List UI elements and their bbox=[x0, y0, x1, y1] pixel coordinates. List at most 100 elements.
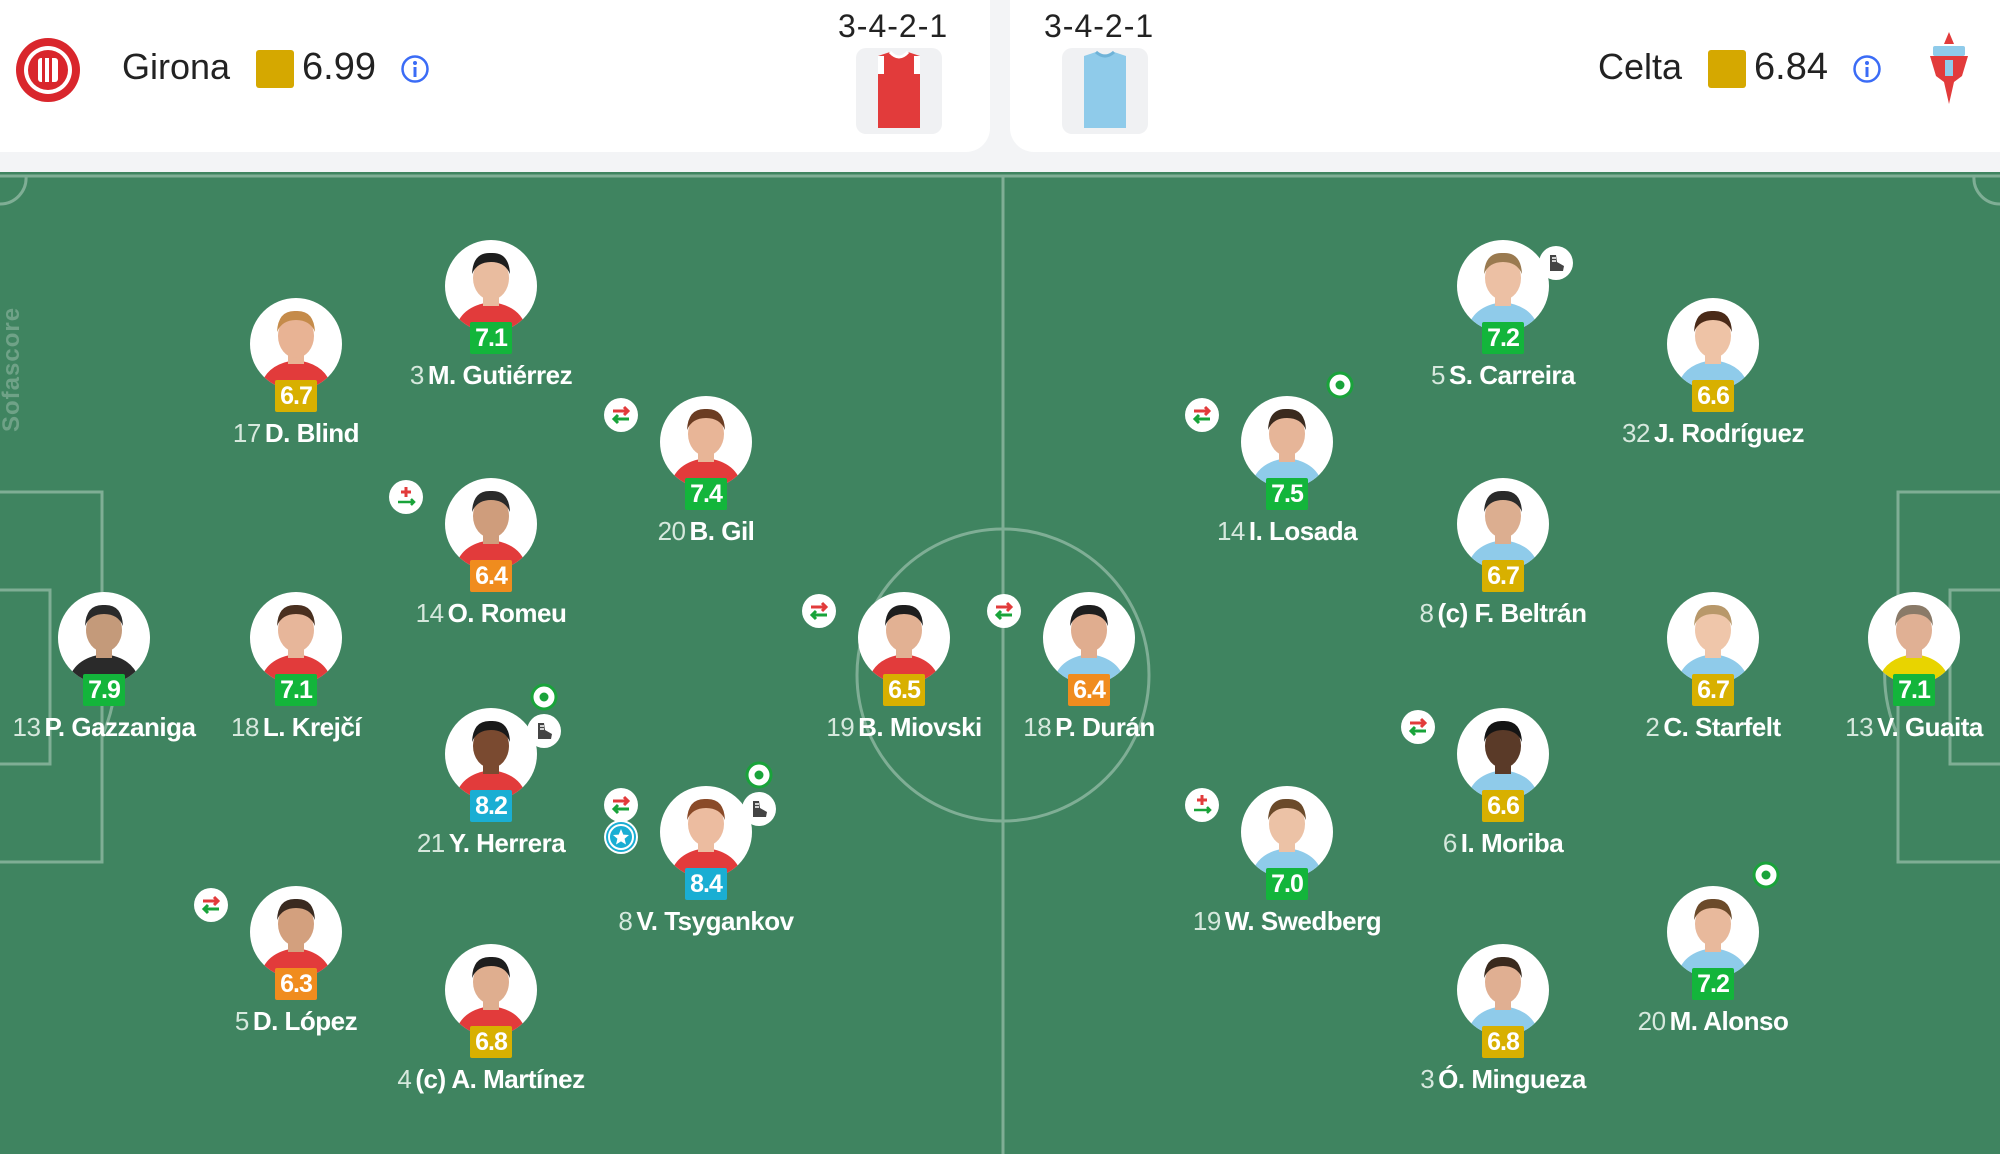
player-rating: 6.7 bbox=[1482, 560, 1524, 592]
player-number: 32 bbox=[1622, 418, 1650, 448]
player-photo[interactable] bbox=[1457, 240, 1549, 332]
sub-icon bbox=[194, 888, 228, 922]
player-photo[interactable] bbox=[1868, 592, 1960, 684]
player-number: 14 bbox=[415, 598, 444, 628]
player-name: L. Krejčí bbox=[262, 712, 362, 742]
away-team-name[interactable]: Celta bbox=[1598, 46, 1683, 87]
player-name-label[interactable]: 8(c) F. Beltrán bbox=[1353, 598, 1653, 629]
boot-icon bbox=[742, 792, 776, 826]
player-number: 19 bbox=[1192, 906, 1221, 936]
player-rating: 6.4 bbox=[1068, 674, 1110, 706]
player-name: I. Moriba bbox=[1460, 828, 1564, 858]
away-formation: 3-4-2-1 bbox=[1044, 8, 1155, 44]
player-photo[interactable] bbox=[1241, 786, 1333, 878]
player-photo[interactable] bbox=[1667, 592, 1759, 684]
home-team-name[interactable]: Girona bbox=[122, 46, 231, 87]
info-icon[interactable] bbox=[1852, 54, 1882, 84]
player-photo[interactable] bbox=[660, 786, 752, 878]
player-name: Y. Herrera bbox=[448, 828, 566, 858]
player-rating: 7.5 bbox=[1266, 478, 1308, 510]
home-jersey-icon bbox=[878, 50, 920, 128]
player-photo[interactable] bbox=[1457, 478, 1549, 570]
player-photo[interactable] bbox=[1667, 298, 1759, 390]
player-rating: 7.1 bbox=[1893, 674, 1935, 706]
away-kit bbox=[1062, 48, 1148, 134]
goal-icon bbox=[527, 680, 561, 714]
player-photo[interactable] bbox=[1043, 592, 1135, 684]
medical-icon bbox=[1185, 788, 1219, 822]
away-team-card: 3-4-2-1 Celta 6.84 bbox=[1010, 0, 2000, 152]
player-photo[interactable] bbox=[445, 478, 537, 570]
player-name: D. Blind bbox=[264, 418, 360, 448]
player-photo[interactable] bbox=[858, 592, 950, 684]
player-photo[interactable] bbox=[58, 592, 150, 684]
player-name: C. Starfelt bbox=[1663, 712, 1781, 742]
player-name: O. Romeu bbox=[447, 598, 567, 628]
player-rating: 6.6 bbox=[1482, 790, 1524, 822]
player-rating: 7.1 bbox=[470, 322, 512, 354]
sofascore-watermark: Sofascore bbox=[0, 306, 25, 432]
celta-crest-icon[interactable] bbox=[1924, 30, 1974, 106]
player-photo[interactable] bbox=[1457, 944, 1549, 1036]
player-photo[interactable] bbox=[445, 944, 537, 1036]
player-name: (c) A. Martínez bbox=[415, 1064, 585, 1094]
player-rating: 6.7 bbox=[1692, 674, 1734, 706]
info-icon[interactable] bbox=[400, 54, 430, 84]
player-photo[interactable] bbox=[445, 240, 537, 332]
player-number: 13 bbox=[1845, 712, 1874, 742]
player-rating: 8.4 bbox=[685, 868, 727, 900]
player-photo[interactable] bbox=[250, 592, 342, 684]
player-number: 18 bbox=[1023, 712, 1052, 742]
player-photo[interactable] bbox=[250, 886, 342, 978]
player-rating: 6.8 bbox=[1482, 1026, 1524, 1058]
girona-crest-icon[interactable] bbox=[14, 36, 82, 104]
player-number: 17 bbox=[232, 418, 261, 448]
player-rating: 7.2 bbox=[1482, 322, 1524, 354]
player-photo[interactable] bbox=[445, 708, 537, 800]
player-number: 18 bbox=[230, 712, 259, 742]
player-photo[interactable] bbox=[250, 298, 342, 390]
player-name: Ó. Mingueza bbox=[1438, 1064, 1586, 1094]
player-number: 19 bbox=[826, 712, 855, 742]
player-rating: 6.4 bbox=[470, 560, 512, 592]
player-name-label[interactable]: 4(c) A. Martínez bbox=[341, 1064, 641, 1095]
player-number: 3 bbox=[1420, 1064, 1435, 1094]
player-name: B. Miovski bbox=[858, 712, 982, 742]
player-photo[interactable] bbox=[1457, 708, 1549, 800]
player-rating: 6.6 bbox=[1692, 380, 1734, 412]
player-name: (c) F. Beltrán bbox=[1437, 598, 1587, 628]
player-rating: 6.5 bbox=[883, 674, 925, 706]
player-number: 20 bbox=[1637, 1006, 1666, 1036]
player-name: V. Guaita bbox=[1877, 712, 1983, 742]
player-name: V. Tsygankov bbox=[636, 906, 794, 936]
home-team-card: Girona 6.99 3-4-2-1 bbox=[0, 0, 990, 152]
player-photo[interactable] bbox=[1241, 396, 1333, 488]
player-number: 14 bbox=[1216, 516, 1245, 546]
sub-icon bbox=[987, 594, 1021, 628]
goal-icon bbox=[1749, 858, 1783, 892]
player-photo[interactable] bbox=[1667, 886, 1759, 978]
player-number: 8 bbox=[618, 906, 633, 936]
player-photo[interactable] bbox=[660, 396, 752, 488]
player-name: I. Losada bbox=[1248, 516, 1358, 546]
